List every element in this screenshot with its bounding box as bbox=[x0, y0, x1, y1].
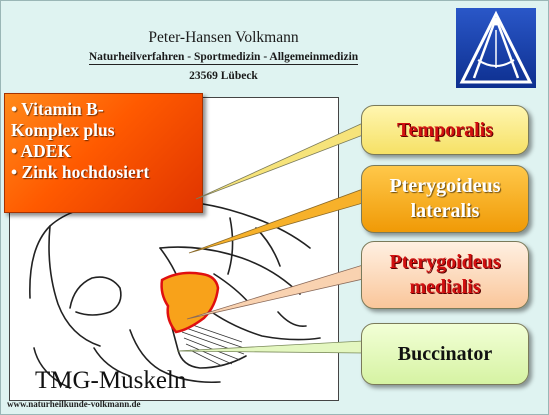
footer-url: www.naturheilkunde-volkmann.de bbox=[7, 399, 141, 409]
specialties-text: Naturheilverfahren - Sportmedizin - Allg… bbox=[89, 51, 358, 65]
supplement-line: • Vitamin B- bbox=[11, 99, 202, 120]
label-pterygoideus-lateralis: Pterygoideus lateralis bbox=[361, 165, 529, 233]
supplement-line: Komplex plus bbox=[11, 120, 202, 141]
label-temporalis: Temporalis bbox=[361, 105, 529, 155]
caption-title: TMG-Muskeln bbox=[35, 367, 186, 395]
supplement-line: • ADEK bbox=[11, 141, 202, 162]
label-text: lateralis bbox=[389, 199, 500, 224]
label-text: Buccinator bbox=[398, 342, 492, 367]
label-buccinator: Buccinator bbox=[361, 323, 529, 385]
supplement-box: • Vitamin B- Komplex plus • ADEK • Zink … bbox=[4, 93, 203, 213]
label-text: Temporalis bbox=[397, 118, 493, 143]
compass-logo-icon bbox=[456, 8, 536, 88]
city-line: 23569 Lübeck bbox=[1, 70, 446, 82]
supplement-line: • Zink hochdosiert bbox=[11, 162, 202, 183]
label-text: medialis bbox=[389, 275, 500, 300]
label-text: Pterygoideus bbox=[389, 174, 500, 199]
doctor-name: Peter-Hansen Volkmann bbox=[1, 29, 446, 47]
specialties-line: Naturheilverfahren - Sportmedizin - Allg… bbox=[1, 51, 446, 63]
label-pterygoideus-medialis: Pterygoideus medialis bbox=[361, 241, 529, 309]
supplement-list: • Vitamin B- Komplex plus • ADEK • Zink … bbox=[5, 94, 202, 183]
label-text: Pterygoideus bbox=[389, 250, 500, 275]
